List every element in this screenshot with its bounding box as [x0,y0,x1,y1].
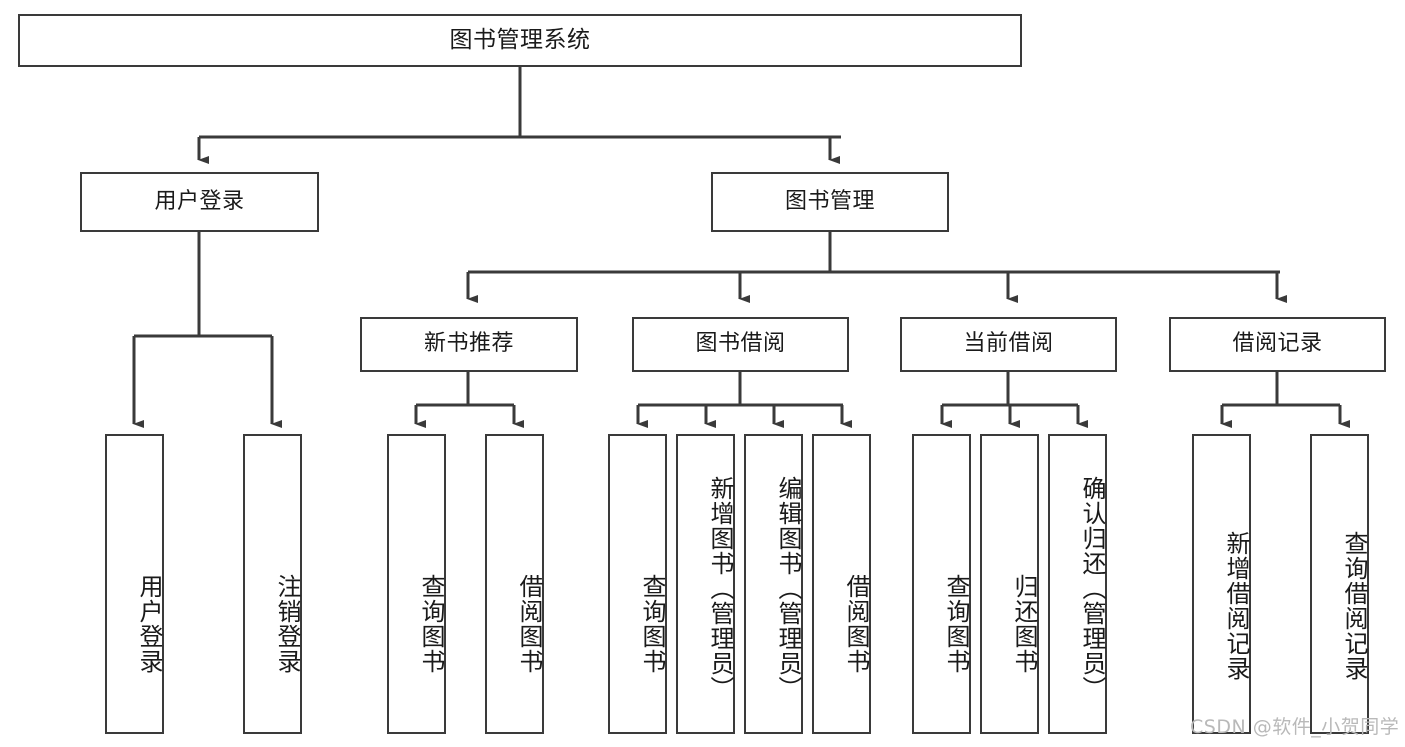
node-label: 用户登录 [135,574,163,674]
node-book-management[interactable]: 图书管理 [711,172,949,232]
node-user-login[interactable]: 用户登录 [80,172,319,232]
node-label: 用户登录 [154,188,245,214]
node-label: 借阅图书 [842,574,870,674]
csdn-watermark: CSDN @软件_小贺同学 [1190,716,1400,738]
node-leaf-query-borrow-record[interactable]: 查询借阅记录 [1310,434,1369,734]
node-leaf-edit-book[interactable]: 编辑图书（管理员） [744,434,803,734]
node-leaf-user-login[interactable]: 用户登录 [105,434,164,734]
node-leaf-confirm-return[interactable]: 确认归还（管理员） [1048,434,1107,734]
node-root-book-management-system[interactable]: 图书管理系统 [18,14,1022,67]
node-leaf-borrow-book[interactable]: 借阅图书 [812,434,871,734]
node-label: 当前借阅 [963,331,1054,357]
node-label: 借阅记录 [1232,331,1323,357]
node-label: 图书管理 [784,188,875,214]
node-book-borrow[interactable]: 图书借阅 [632,317,849,372]
node-label: 查询图书 [638,574,666,674]
node-label: 注销登录 [273,574,301,674]
node-label: 查询图书 [417,574,445,674]
node-new-book-recommend[interactable]: 新书推荐 [360,317,578,372]
node-label: 新书推荐 [423,331,514,357]
node-label: 编辑图书（管理员） [774,475,802,701]
node-label: 图书借阅 [695,331,786,357]
node-label: 查询借阅记录 [1340,531,1368,681]
node-label: 归还图书 [1010,574,1038,674]
node-label: 查询图书 [942,574,970,674]
node-leaf-query-book-borrow[interactable]: 查询图书 [608,434,667,734]
node-leaf-add-borrow-record[interactable]: 新增借阅记录 [1192,434,1251,734]
node-label: 借阅图书 [515,574,543,674]
node-label: 图书管理系统 [449,26,591,53]
node-leaf-query-book-recommend[interactable]: 查询图书 [387,434,446,734]
node-leaf-borrow-book-recommend[interactable]: 借阅图书 [485,434,544,734]
node-borrow-record[interactable]: 借阅记录 [1169,317,1386,372]
node-leaf-return-book[interactable]: 归还图书 [980,434,1039,734]
node-label: 新增图书（管理员） [706,475,734,701]
node-label: 新增借阅记录 [1222,531,1250,681]
node-leaf-user-logout[interactable]: 注销登录 [243,434,302,734]
node-current-borrow[interactable]: 当前借阅 [900,317,1117,372]
node-leaf-query-book-current[interactable]: 查询图书 [912,434,971,734]
node-leaf-add-book[interactable]: 新增图书（管理员） [676,434,735,734]
node-label: 确认归还（管理员） [1078,475,1106,701]
